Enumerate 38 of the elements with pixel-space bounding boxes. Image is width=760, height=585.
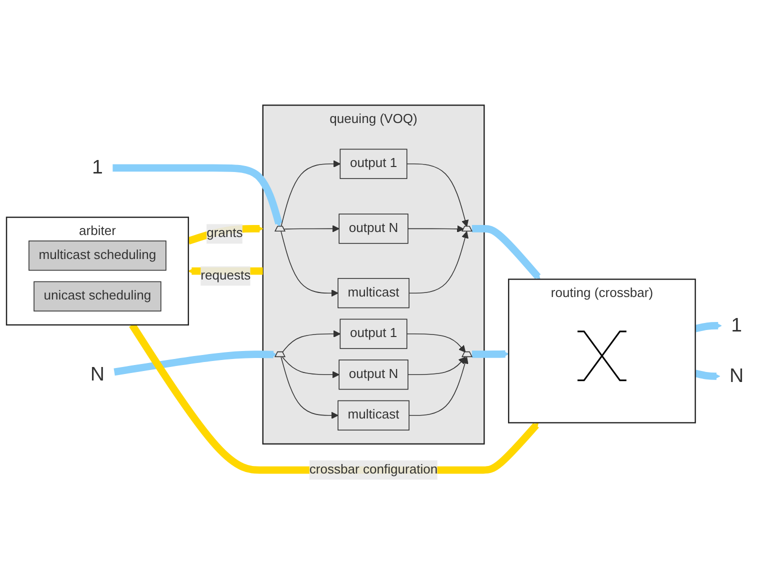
node-box: output 1 bbox=[340, 148, 408, 179]
arrow bbox=[280, 231, 338, 297]
edge-label: grants bbox=[206, 226, 243, 240]
arrow bbox=[694, 370, 720, 380]
arrow bbox=[406, 333, 466, 353]
cluster: routing (crossbar) bbox=[508, 278, 696, 424]
node-box: output 1 bbox=[340, 318, 408, 349]
arrow bbox=[282, 330, 340, 353]
node-text: 1 bbox=[92, 156, 103, 179]
node-trapezoid bbox=[462, 351, 473, 358]
arrow bbox=[284, 225, 340, 232]
node-box: output N bbox=[338, 214, 408, 244]
arrow bbox=[408, 225, 464, 232]
arrow bbox=[470, 225, 541, 280]
arrow bbox=[280, 356, 338, 419]
arrow bbox=[280, 160, 340, 228]
node-text: N bbox=[730, 364, 744, 387]
node-box: multicast scheduling bbox=[28, 240, 166, 271]
arrow bbox=[114, 350, 278, 376]
node-trapezoid bbox=[462, 226, 473, 232]
arrow bbox=[694, 322, 722, 332]
node-text: N bbox=[90, 363, 105, 386]
node-text: 1 bbox=[731, 314, 742, 336]
arrow bbox=[470, 350, 509, 358]
node-box: unicast scheduling bbox=[34, 281, 162, 312]
node-box: multicast bbox=[338, 278, 410, 308]
node-trapezoid bbox=[274, 351, 286, 358]
node-trapezoid bbox=[274, 226, 286, 232]
edge-label: requests bbox=[200, 268, 251, 283]
node-box: output N bbox=[338, 360, 408, 390]
edge-label: crossbar configuration bbox=[309, 462, 438, 477]
arrow bbox=[408, 356, 468, 416]
arrow bbox=[408, 231, 469, 294]
node-box: multicast bbox=[338, 400, 410, 430]
arrow bbox=[112, 164, 282, 227]
arrow bbox=[408, 356, 466, 376]
arrow bbox=[406, 163, 469, 227]
arrow bbox=[282, 356, 340, 378]
